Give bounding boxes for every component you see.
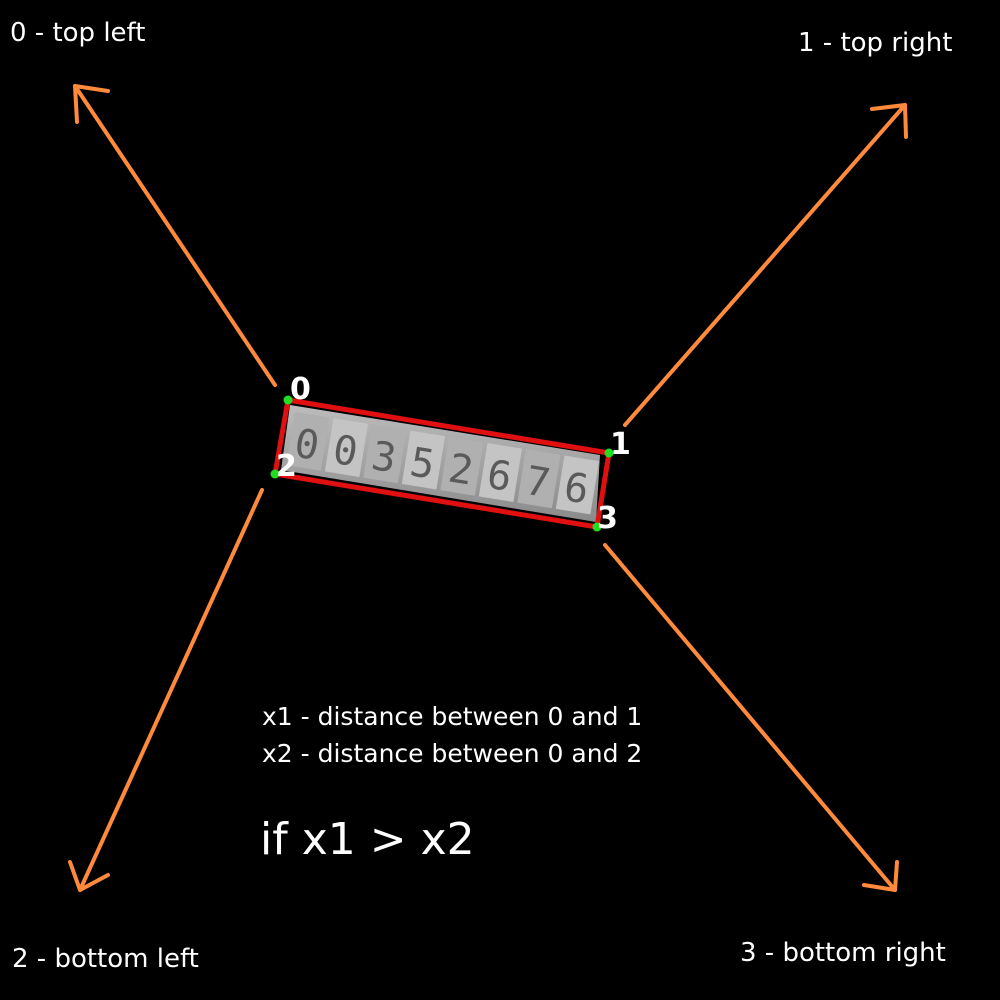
point-1-dot [604, 448, 614, 458]
point-0-label: 0 [290, 372, 311, 407]
point-2-dot [270, 469, 280, 479]
condition-text: if x1 > x2 [260, 814, 475, 865]
arrow-top-left [73, 84, 277, 387]
plate-digit-cell [517, 449, 561, 509]
plate-digit-cell [555, 455, 600, 515]
point-3-dot [592, 522, 602, 532]
point-0-dot [283, 395, 293, 405]
plate-digit-cell [286, 411, 330, 471]
arrow-bottom-left [68, 488, 264, 892]
plate-digit-cell [324, 418, 369, 478]
label-bottom-right: 3 - bottom right [740, 938, 946, 968]
plate-digit-cell [478, 443, 523, 502]
point-1-label: 1 [610, 427, 631, 462]
note-x2: x2 - distance between 0 and 2 [262, 739, 643, 768]
label-top-left: 0 - top left [10, 18, 146, 48]
arrow-top-right [623, 103, 908, 427]
arrow-bottom-right [603, 543, 899, 892]
point-2-label: 2 [276, 449, 297, 484]
label-bottom-left: 2 - bottom left [12, 944, 199, 974]
point-3-label: 3 [597, 501, 618, 536]
note-x1: x1 - distance between 0 and 1 [262, 702, 643, 731]
plate-digit-cell [363, 424, 407, 484]
plate-digit-cell [401, 430, 446, 490]
plate-digit-cell [440, 436, 484, 496]
label-top-right: 1 - top right [798, 28, 953, 58]
